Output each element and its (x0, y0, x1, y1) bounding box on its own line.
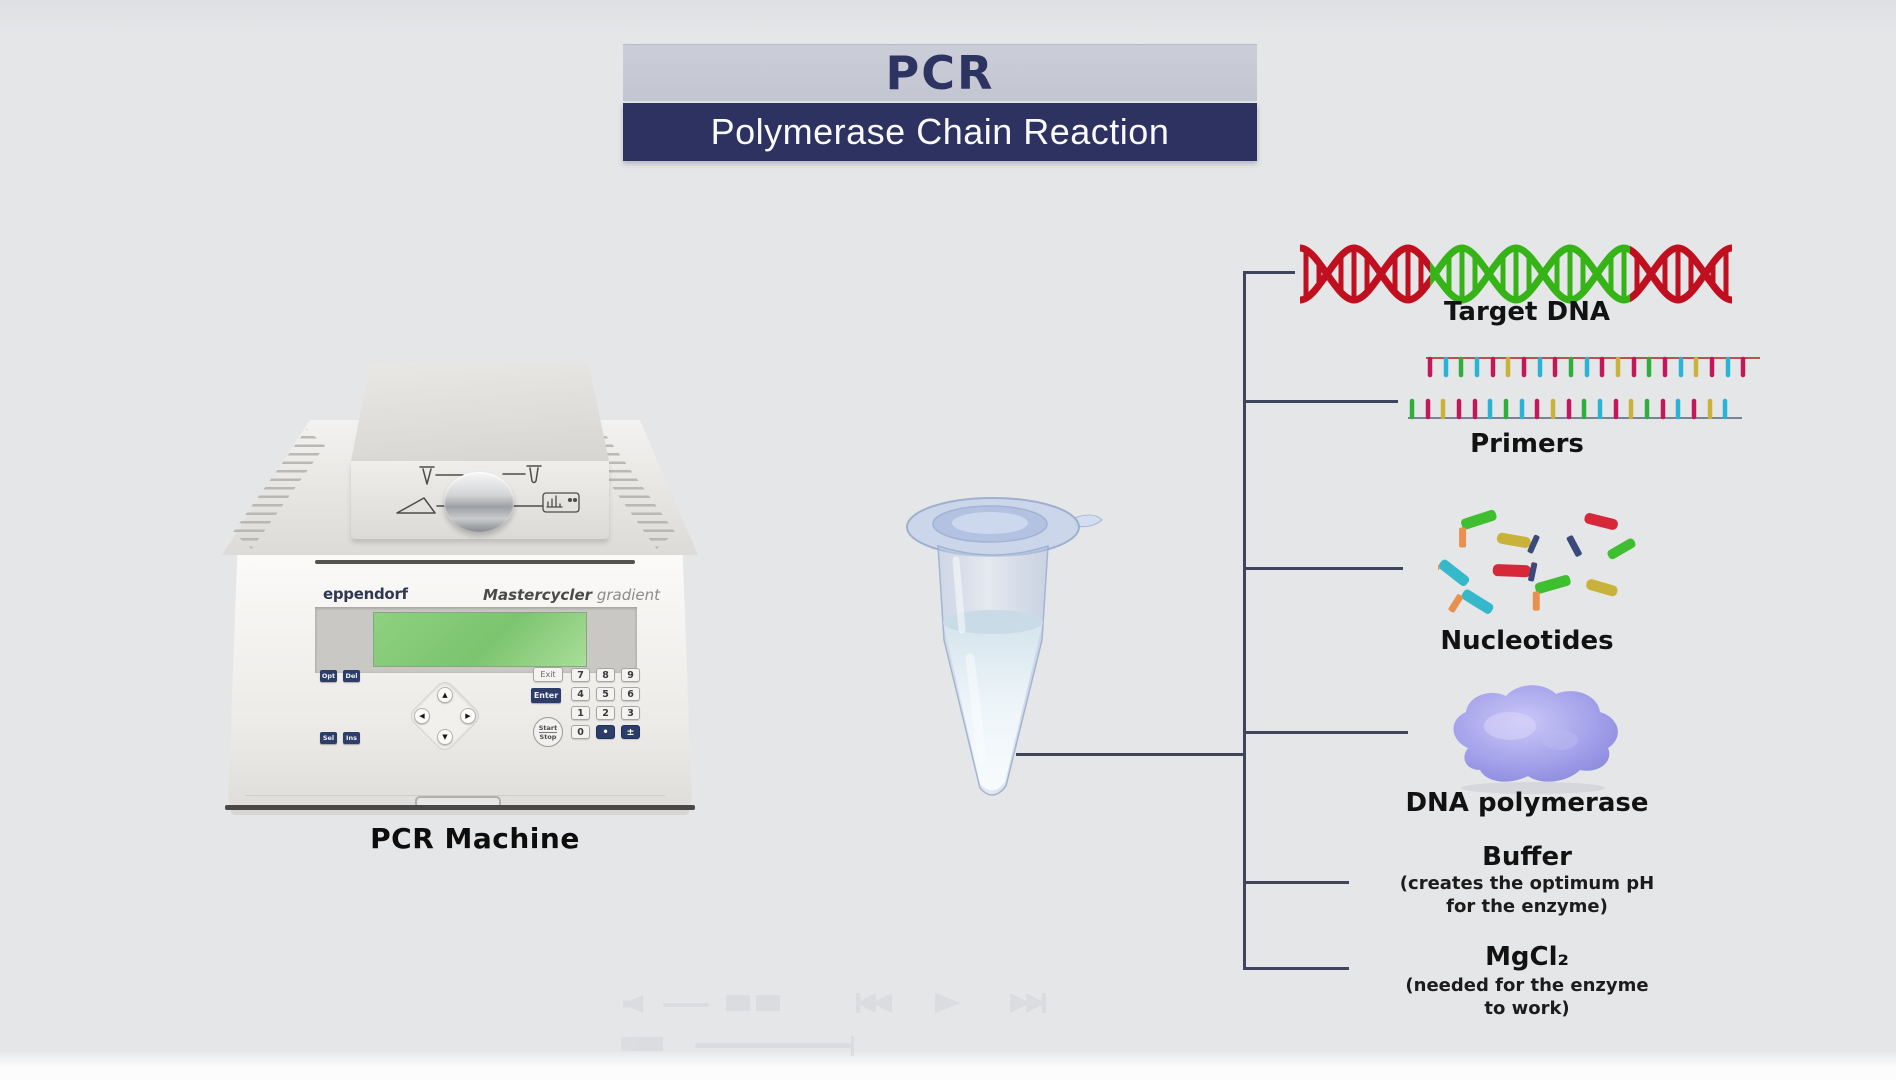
key-sel: Sel (320, 732, 337, 744)
key-7: 7 (571, 668, 590, 682)
liquid-surface (943, 610, 1043, 634)
play-icon[interactable] (935, 993, 961, 1013)
key-8: 8 (596, 668, 615, 682)
connector-nucleotides (1243, 567, 1403, 570)
key-enter: Enter (531, 688, 561, 703)
key-5: 5 (596, 687, 615, 701)
machine-caption: PCR Machine (370, 822, 580, 855)
title-abbr: PCR (885, 46, 995, 100)
timestamp-blur (726, 995, 750, 1011)
component-note-buffer: (creates the optimum pH for the enzyme) (1357, 872, 1697, 918)
forward-icon[interactable] (1010, 993, 1046, 1013)
video-controls-ghost (598, 983, 1158, 1063)
key-exit: Exit (533, 667, 563, 682)
key-9: 9 (621, 668, 640, 682)
key-6: 6 (621, 687, 640, 701)
lid-knob (444, 472, 514, 532)
key-0: 0 (571, 725, 590, 739)
model-main: Mastercycler (483, 586, 593, 604)
primers-illustration (1408, 356, 1760, 420)
mgcl2-note-line2: to work) (1484, 998, 1570, 1019)
key-4: 4 (571, 687, 590, 701)
pcr-machine-illustration: eppendorf Mastercycler gradient Opt Del … (215, 355, 705, 825)
progress-bar[interactable] (695, 1043, 851, 1048)
component-label-nucleotides: Nucleotides (1440, 626, 1614, 656)
progress-handle[interactable] (851, 1036, 854, 1056)
dpad-up-button: ▲ (437, 687, 453, 703)
volume-bar[interactable] (663, 1003, 709, 1007)
title-banner-abbr-band: PCR (623, 44, 1257, 101)
start-label: Start (538, 723, 558, 733)
key-opt: Opt (320, 670, 337, 682)
buffer-note-line2: for the enzyme) (1446, 896, 1608, 917)
dpad-left-button: ◀ (414, 708, 430, 724)
model-name: Mastercycler gradient (445, 586, 660, 604)
key-3: 3 (621, 706, 640, 720)
title-subtitle: Polymerase Chain Reaction (710, 111, 1170, 152)
dpad-right-button: ▶ (460, 708, 476, 724)
component-label-dna-polymerase: DNA polymerase (1405, 788, 1649, 818)
title-banner: PCR Polymerase Chain Reaction (623, 44, 1257, 162)
key-plus-minus: ± (621, 725, 640, 739)
connector-buffer (1243, 881, 1349, 884)
tube-open-icon (419, 466, 464, 485)
component-label-primers: Primers (1470, 429, 1584, 459)
timestamp-blur-2 (756, 995, 780, 1011)
rewind-icon[interactable] (856, 993, 892, 1013)
lid-base-seam (315, 560, 635, 564)
drawer-seam (245, 795, 665, 796)
eppendorf-logo: eppendorf (323, 585, 408, 603)
heat-block-icon (542, 492, 580, 513)
key-2: 2 (596, 706, 615, 720)
component-label-buffer: Buffer (1482, 842, 1572, 872)
machine-base-foot (231, 810, 689, 815)
connector-primers (1243, 400, 1398, 403)
thumbnail-box (621, 1037, 663, 1051)
nucleotides-illustration (1438, 509, 1636, 614)
bottom-gradient-strip (0, 1052, 1896, 1080)
machine-lid-top (351, 363, 609, 461)
top-gradient-strip (0, 0, 1896, 34)
connector-mgcl2 (1243, 967, 1349, 970)
component-note-mgcl2: (needed for the enzyme to work) (1357, 974, 1697, 1020)
connector-target-dna (1243, 271, 1295, 274)
dpad-down-button: ▼ (437, 729, 453, 745)
speaker-icon[interactable] (623, 995, 643, 1013)
key-1: 1 (571, 706, 590, 720)
mgcl2-note-line1: (needed for the enzyme (1405, 975, 1649, 996)
key-ins: Ins (343, 732, 360, 744)
stop-label: Stop (539, 732, 557, 741)
component-label-target-dna: Target DNA (1444, 297, 1610, 327)
open-lid-triangle-icon (396, 497, 436, 514)
connector-tube (1016, 753, 1243, 756)
tube-liquid (943, 622, 1043, 791)
key-decimal: • (596, 725, 615, 739)
model-variant: gradient (596, 586, 660, 604)
key-del: Del (343, 670, 360, 682)
tube-flange-tab (1073, 514, 1103, 528)
machine-base-edge (225, 805, 695, 810)
component-label-mgcl2: MgCl₂ (1485, 942, 1569, 972)
dna-polymerase-illustration (1453, 685, 1618, 794)
connector-vertical (1243, 271, 1246, 970)
sample-tube-illustration (906, 497, 1103, 796)
key-start-stop: Start Stop (533, 717, 563, 747)
title-banner-subtitle-band: Polymerase Chain Reaction (623, 103, 1257, 161)
lcd-screen (373, 612, 587, 667)
tube-closed-icon (502, 465, 542, 484)
connector-dna-polymerase (1243, 731, 1408, 734)
lid-icons (396, 465, 580, 514)
buffer-note-line1: (creates the optimum pH (1399, 873, 1655, 894)
